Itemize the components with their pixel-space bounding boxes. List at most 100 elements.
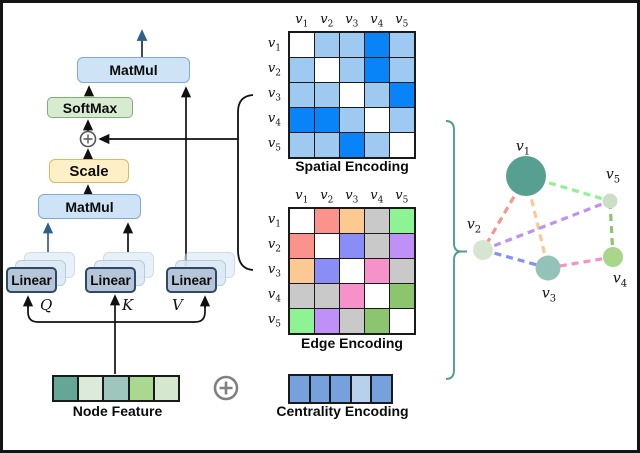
softmax-box: SoftMax — [47, 97, 133, 118]
v-label: v4 — [370, 188, 384, 206]
matrix-cell — [340, 209, 364, 233]
v-label: v2 — [267, 236, 281, 255]
v-label: v4 — [267, 110, 281, 129]
matrix-cell — [390, 209, 414, 233]
v-label: v1 — [295, 12, 309, 30]
matrix-cell — [340, 133, 364, 157]
matrix-cell — [340, 309, 364, 333]
v-label: v3 — [345, 188, 359, 206]
linear-stack-q: Linear — [6, 252, 77, 295]
graph-edge-v4-v5 — [608, 200, 615, 258]
graph-edge-v1-v3 — [524, 175, 550, 269]
matrix-cell — [315, 209, 339, 233]
curly-brace — [445, 120, 467, 380]
graph-node-label-v4: v4 — [612, 270, 628, 290]
graph-node-label-v2: v2 — [466, 216, 482, 236]
matrix-cell — [365, 259, 389, 283]
v-label: v3 — [267, 85, 281, 104]
v-label: v2 — [320, 188, 334, 206]
matrix-cell — [365, 33, 389, 57]
graph-node-label-v5: v5 — [605, 166, 621, 186]
matrix-cell — [315, 133, 339, 157]
graph-edge-v2-v5 — [482, 199, 611, 252]
v-label: v5 — [395, 188, 409, 206]
v-label: v1 — [267, 211, 281, 230]
matrix-cell — [340, 58, 364, 82]
v-label: v5 — [395, 12, 409, 30]
matrix-cell — [315, 234, 339, 258]
spatial-encoding-title: Spatial Encoding — [295, 158, 409, 174]
spatial-matrix — [288, 31, 416, 159]
v-label: v2 — [320, 12, 334, 30]
linear-v-box: Linear — [166, 267, 217, 293]
graph-node-label-v3: v3 — [541, 285, 557, 305]
matrix-cell — [315, 58, 339, 82]
linear-stack-v: Linear — [166, 252, 237, 295]
matrix-cell — [365, 108, 389, 132]
v-label: v1 — [295, 188, 309, 206]
matrix-cell — [340, 83, 364, 107]
matrix-cell — [340, 234, 364, 258]
q-label: Q — [40, 296, 53, 314]
v-label: v5 — [267, 311, 281, 330]
matrix-cell — [290, 309, 314, 333]
graph-edge-v2-v3 — [482, 248, 549, 270]
feature-add-icon — [213, 375, 239, 401]
graph-node-v1 — [506, 156, 546, 196]
matmul-bottom-box: MatMul — [38, 194, 141, 219]
vector-cell — [372, 376, 391, 402]
graph-node-label-v1: v1 — [515, 138, 531, 158]
vector-cell — [79, 377, 103, 400]
matrix-cell — [290, 259, 314, 283]
v-label: v1 — [267, 35, 281, 54]
spatial-row-headers: v1 v2 v3 v4 v5 — [254, 33, 284, 157]
matmul-top-box: MatMul — [77, 57, 190, 83]
graph-nodes — [473, 156, 623, 281]
v-label: v4 — [267, 286, 281, 305]
node-feature-vector — [52, 375, 180, 402]
matrix-cell — [290, 234, 314, 258]
graph-node-v5 — [602, 193, 618, 209]
v-label: v3 — [345, 12, 359, 30]
matrix-cell — [365, 234, 389, 258]
vector-cell — [104, 377, 128, 400]
matrix-cell — [365, 284, 389, 308]
matrix-cell — [365, 83, 389, 107]
matrix-cell — [290, 209, 314, 233]
matrix-cell — [365, 133, 389, 157]
scale-box: Scale — [49, 159, 129, 183]
attention-bias-add-icon — [79, 130, 97, 148]
matrix-cell — [390, 284, 414, 308]
centrality-vector — [288, 374, 393, 404]
vector-cell — [331, 376, 350, 402]
matrix-cell — [290, 58, 314, 82]
v-label: v5 — [267, 135, 281, 154]
matrix-cell — [290, 33, 314, 57]
linear-q-box: Linear — [6, 267, 57, 293]
graph-edge-v3-v4 — [547, 255, 614, 270]
matrix-cell — [340, 284, 364, 308]
vector-cell — [310, 376, 329, 402]
matrix-cell — [365, 209, 389, 233]
matrix-cell — [390, 108, 414, 132]
matrix-cell — [290, 108, 314, 132]
edge-row-headers: v1 v2 v3 v4 v5 — [254, 209, 284, 333]
v-label: V — [172, 296, 183, 314]
v-label: v2 — [267, 60, 281, 79]
vector-cell — [290, 376, 309, 402]
edge-col-headers: v1 v2 v3 v4 v5 — [290, 188, 414, 206]
matrix-cell — [340, 33, 364, 57]
matrix-cell — [340, 108, 364, 132]
matrix-cell — [365, 58, 389, 82]
matrix-cell — [290, 284, 314, 308]
v-label: v3 — [267, 261, 281, 280]
centrality-encoding-title: Centrality Encoding — [276, 403, 409, 419]
vector-cell — [351, 376, 370, 402]
edge-matrix — [288, 207, 416, 335]
linear-k-box: Linear — [85, 267, 136, 293]
graph-node-v2 — [473, 240, 493, 260]
matrix-cell — [290, 83, 314, 107]
vector-cell — [54, 377, 78, 400]
matrix-cell — [315, 284, 339, 308]
